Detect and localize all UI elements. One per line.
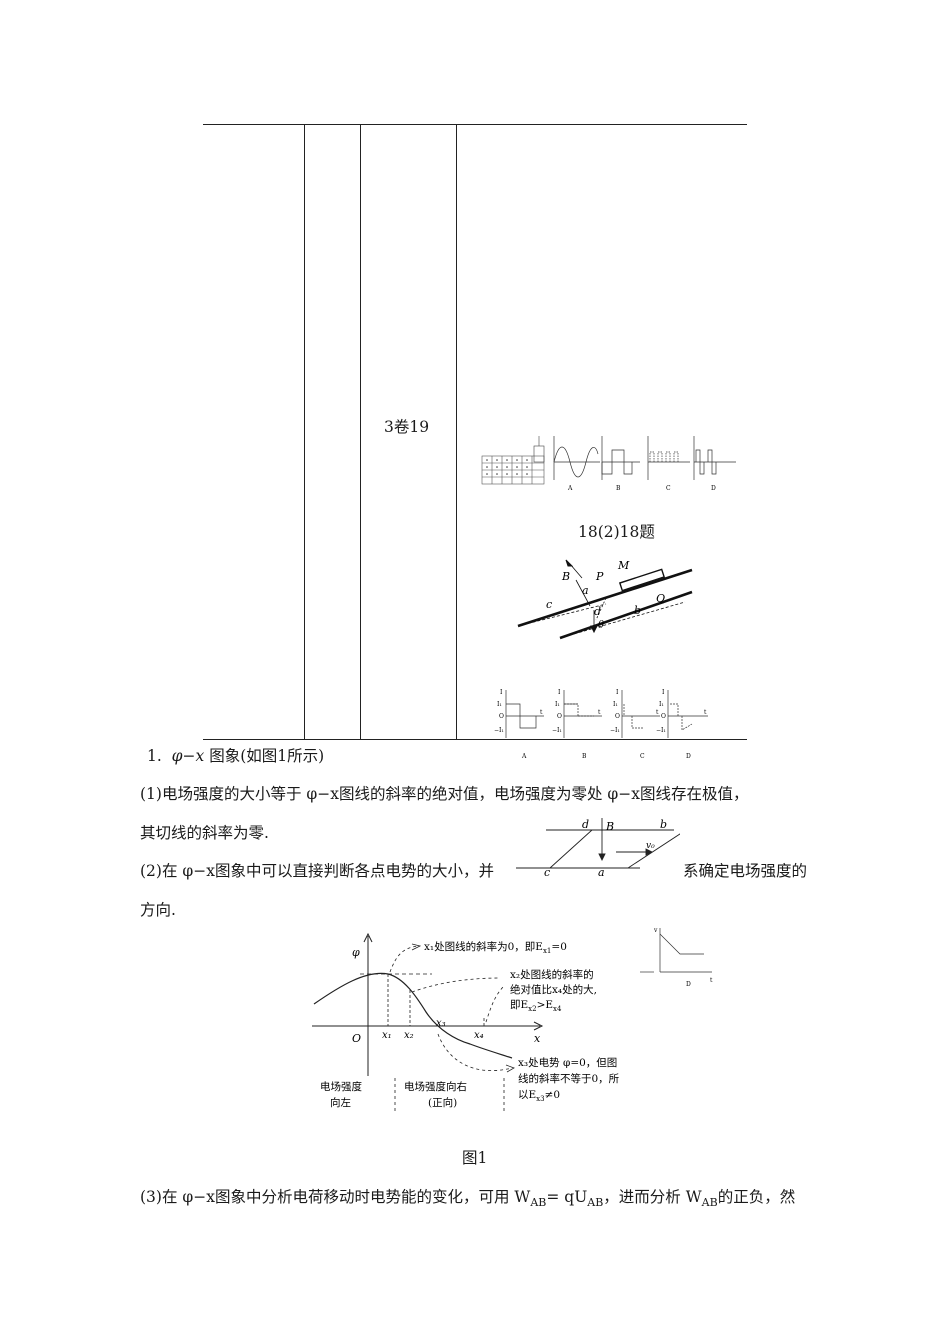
note-x3-line-1: x₃处电势 φ=0，但图 — [518, 1056, 617, 1069]
waveform-options-figure: A B C D — [481, 436, 736, 492]
rail-label-p: P — [595, 570, 604, 583]
graph-b-i: I — [558, 689, 561, 696]
graph-b-t: t — [598, 709, 601, 716]
phi-curve — [313, 972, 513, 1059]
option-d-plot — [693, 436, 736, 480]
paragraph-1-line-1: (1)电场强度的大小等于 φ−x图线的斜率的绝对值，电场强度为零处 φ−x图线存… — [140, 785, 749, 803]
x3-label: x₃ — [436, 1018, 446, 1029]
graph-d-t: t — [704, 709, 707, 716]
item-1-title: 图象(如图1所示) — [209, 747, 325, 765]
field-coil — [533, 436, 545, 463]
region-mid-line-2: (正向) — [428, 1096, 457, 1109]
graph-a-i1: I₁ — [497, 701, 502, 708]
option-b-label: B — [616, 485, 621, 492]
phi-axis-label: φ — [352, 946, 360, 959]
graph-b-o: O — [557, 713, 562, 720]
rail-label-d: d — [594, 605, 601, 618]
square-label-d: d — [582, 818, 589, 831]
graph-a-o: O — [499, 713, 504, 720]
graph-b-label: B — [582, 753, 587, 760]
paragraph-3-line-1: (3)在 φ−x图象中分析电荷移动时电势能的变化，可用 WAB= qUAB，进而… — [140, 1188, 796, 1210]
rail-label-b: B — [561, 570, 570, 583]
x1-label: x₁ — [382, 1030, 392, 1041]
rail-label-theta: θ — [598, 620, 604, 631]
rail-label-c: c — [546, 598, 552, 611]
rail-label-a: a — [582, 584, 589, 597]
graph-d-label: D — [686, 753, 691, 760]
region-left-line-2: 向左 — [330, 1096, 351, 1109]
region-mid-line-1: 电场强度向右 — [404, 1080, 467, 1093]
note-x2-line-3: 即Ex2>Ex4 — [510, 999, 562, 1013]
rail-label-q: Q — [656, 592, 665, 605]
decay-graph-v: v — [653, 927, 658, 934]
graph-d-i: I — [662, 689, 665, 696]
graph-c-i1: I₁ — [613, 701, 618, 708]
graph-d-negi1: −I₁ — [656, 727, 666, 734]
table-col-divider-2 — [360, 124, 361, 740]
graph-a-i: I — [500, 689, 503, 696]
square-label-b: b — [660, 818, 667, 831]
table-col-divider-3 — [456, 124, 457, 740]
decay-graph-d: v t D — [640, 927, 713, 988]
graph-c-label: C — [640, 753, 645, 760]
graph-c-o: O — [615, 713, 620, 720]
option-d-label: D — [711, 485, 716, 492]
rail-induction-figure: B P M a c d b Q θ — [517, 559, 693, 640]
square-label-c: c — [544, 866, 550, 876]
note-x1: x₁处图线的斜率为0，即Ex1=0 — [424, 940, 567, 955]
square-label-v0: v₀ — [646, 841, 655, 851]
note-x3-line-2: 线的斜率不等于0，所 — [518, 1072, 620, 1085]
graph-d-i1: I₁ — [659, 701, 664, 708]
note-x3-line-3: 以Ex3≠0 — [518, 1089, 560, 1103]
origin-label: O — [352, 1032, 361, 1045]
current-options-figure: I I₁ O −I₁ t I I₁ O −I₁ t I I₁ O −I₁ t I… — [494, 689, 708, 760]
paragraph-1-line-2: 其切线的斜率为零. — [140, 824, 269, 842]
note-x2-line-2: 绝对值比x₄处的大, — [510, 983, 597, 996]
graph-b-negi1: −I₁ — [552, 727, 562, 734]
table-cell-source: 3卷19 — [384, 418, 430, 436]
graph-a-t: t — [540, 709, 543, 716]
field-grid — [481, 455, 545, 485]
x2-label: x₂ — [404, 1030, 414, 1041]
graph-a-label: A — [521, 753, 527, 760]
square-label-b-field: B — [605, 820, 614, 833]
graph-c-t: t — [656, 709, 659, 716]
option-b-plot — [601, 436, 640, 480]
note-x2-line-1: x₂处图线的斜率的 — [510, 968, 594, 981]
table-bottom-rule — [203, 739, 747, 740]
square-label-a: a — [598, 866, 605, 876]
option-a-plot — [553, 436, 600, 480]
figure-1-caption: 图1 — [462, 1149, 488, 1167]
decay-graph-t: t — [710, 977, 713, 984]
graph-a-negi1: −I₁ — [494, 727, 504, 734]
option-a-label: A — [567, 485, 573, 492]
option-c-plot — [647, 436, 690, 480]
item-1-number: 1. — [147, 747, 162, 765]
rail-label-m: M — [617, 559, 630, 572]
table-top-rule — [203, 124, 747, 125]
graph-d-o: O — [661, 713, 666, 720]
phi-x-graph-figure: φ O x x₁ x₂ x₃ x₄ x₁处图线的斜率为0，即Ex1=0 x₂处图… — [312, 932, 620, 1112]
option-c-label: C — [666, 485, 671, 492]
rail-label-b-lower: b — [634, 604, 641, 617]
field-dots — [486, 459, 528, 475]
paragraph-2-part-2: 系确定电场强度的 — [683, 862, 808, 880]
graph-c-i: I — [616, 689, 619, 696]
item-1-phi: φ−x — [171, 747, 205, 765]
decay-graph-d-label: D — [686, 981, 691, 988]
item-1-heading: 1. φ−x 图象(如图1所示) — [147, 747, 325, 765]
question-18-caption: 18(2)18题 — [578, 523, 655, 541]
graph-c-negi1: −I₁ — [610, 727, 620, 734]
graph-b-i1: I₁ — [555, 701, 560, 708]
rail-square-figure: d B b v₀ c a — [516, 818, 680, 876]
region-left-line-1: 电场强度 — [320, 1080, 362, 1093]
x4-label: x₄ — [474, 1030, 484, 1041]
table-col-divider-1 — [304, 124, 305, 740]
paragraph-2-part-1: (2)在 φ−x图象中可以直接判断各点电势的大小，并 — [140, 862, 494, 880]
x-axis-label: x — [534, 1032, 541, 1045]
paragraph-2-line-2: 方向. — [140, 901, 176, 919]
